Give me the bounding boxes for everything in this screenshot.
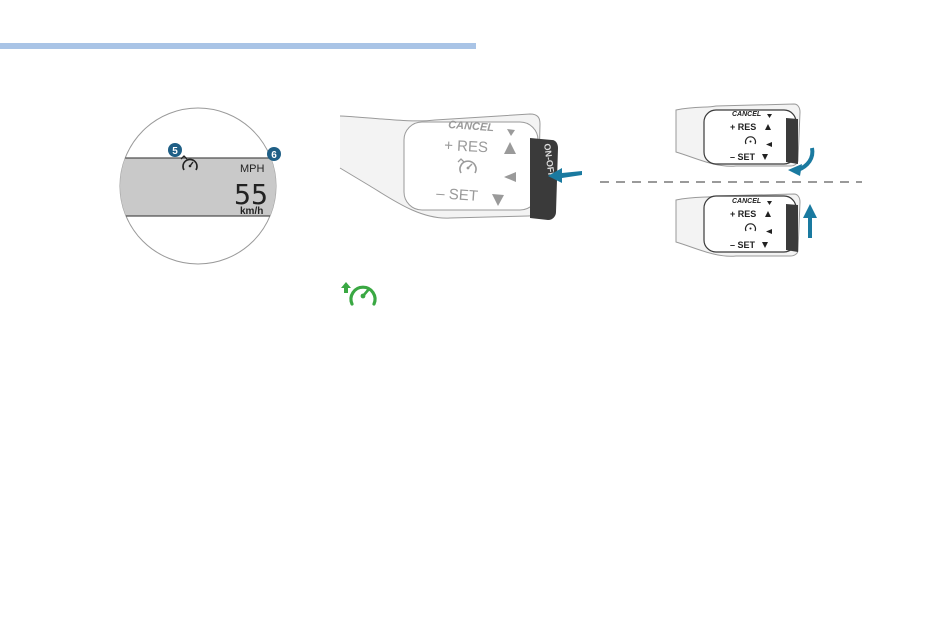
callout-5: 5	[168, 143, 182, 157]
unit-bottom-label: km/h	[240, 206, 263, 217]
section-header-rule	[0, 43, 476, 49]
dashed-separator	[600, 180, 862, 184]
push-up-arrow-icon	[803, 204, 817, 238]
set-label: – SET	[436, 185, 479, 205]
small-bottom-set-label: – SET	[730, 240, 756, 250]
unit-top-label: MPH	[240, 163, 265, 175]
small-top-set-label: – SET	[730, 152, 756, 162]
small-bottom-cancel-label: CANCEL	[732, 198, 761, 205]
small-top-cancel-label: CANCEL	[732, 111, 761, 118]
push-arrow-icon	[548, 166, 582, 186]
small-bottom-res-label: + RES	[730, 209, 756, 219]
res-label: + RES	[444, 137, 489, 156]
small-lever-bottom-figure: CANCEL + RES – SET	[676, 190, 826, 270]
svg-text:6: 6	[271, 150, 277, 161]
svg-text:5: 5	[172, 146, 178, 157]
small-top-res-label: + RES	[730, 122, 756, 132]
small-lever-top-figure: CANCEL + RES – SET	[676, 100, 826, 180]
callout-6: 6	[267, 147, 281, 161]
cruise-control-active-icon	[340, 278, 384, 310]
instrument-display-figure: 5 6 MPH 55 km/h	[118, 106, 278, 266]
